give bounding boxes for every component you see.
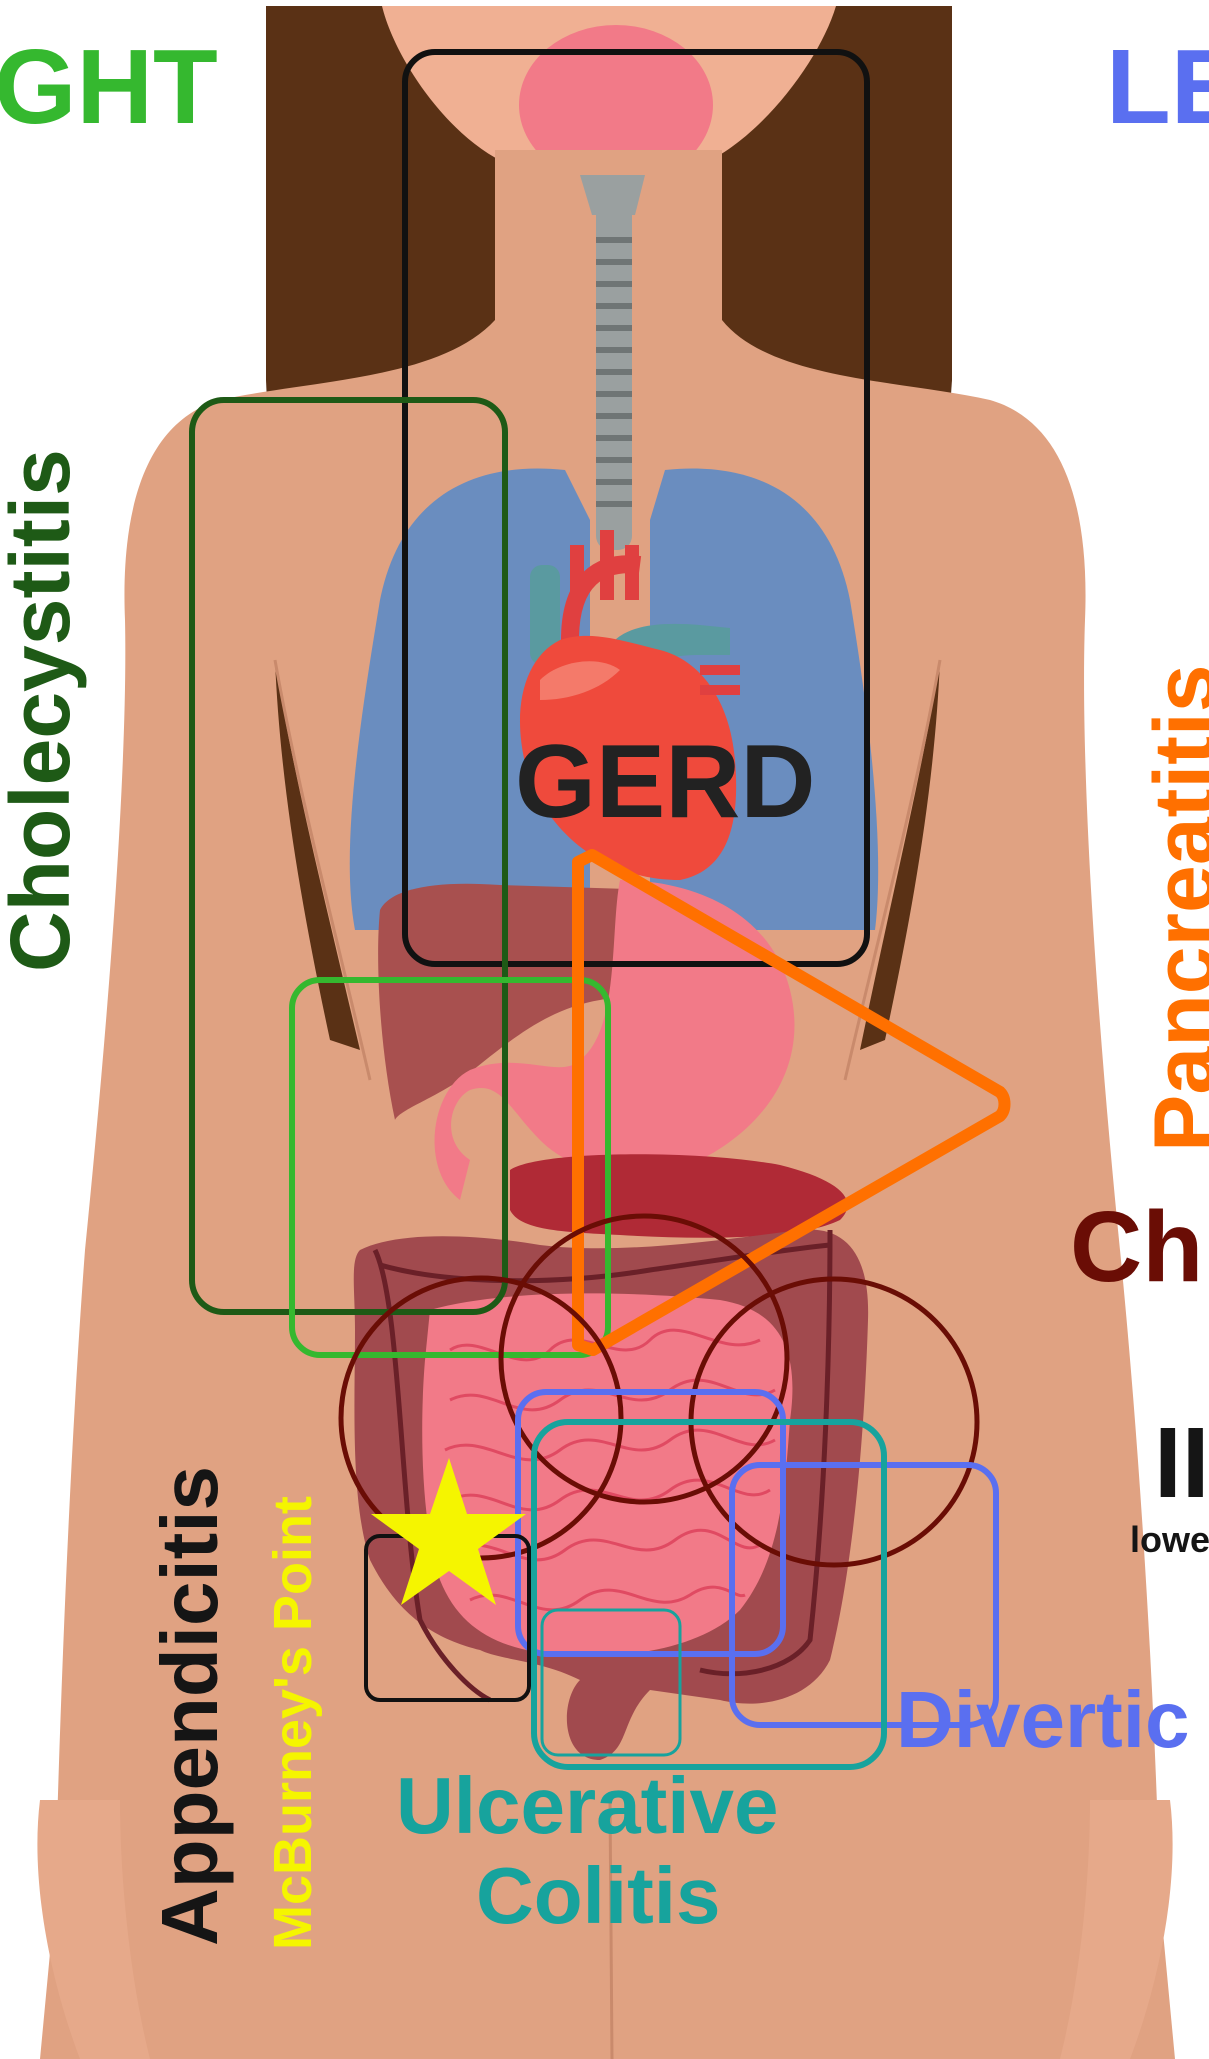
ulcerative-colitis-rectum-box [542,1610,680,1755]
mcburneys-point-label: McBurney's Point [266,1496,320,1950]
ulcerative-colitis-label-line1: Ulcerative [396,1766,778,1846]
left-side-label: LE [1106,34,1209,140]
cholecystitis-region-box [192,400,505,1312]
pancreatitis-label: Pancreatitis [1142,664,1209,1152]
crohns-region-circle-2 [501,1216,787,1502]
mcburneys-point-star [371,1458,526,1605]
gerd-label: GERD [515,730,815,834]
crohns-label: Ch [1070,1197,1203,1297]
ulcerative-colitis-region-box [534,1422,884,1767]
ibs-sub-label: lowe [1130,1522,1209,1558]
cholecystitis-label: Cholecystitis [0,449,82,972]
ulcerative-colitis-label-line2: Colitis [476,1856,720,1936]
right-upper-quadrant-box [292,980,608,1355]
appendicitis-label: Appendicitis [150,1466,230,1946]
ibs-label: II [1154,1413,1209,1513]
pancreatitis-region-triangle [578,855,1005,1350]
ibs-region-box [518,1392,783,1654]
right-side-label: GHT [0,34,218,140]
diverticulitis-label: Divertic [896,1680,1189,1760]
